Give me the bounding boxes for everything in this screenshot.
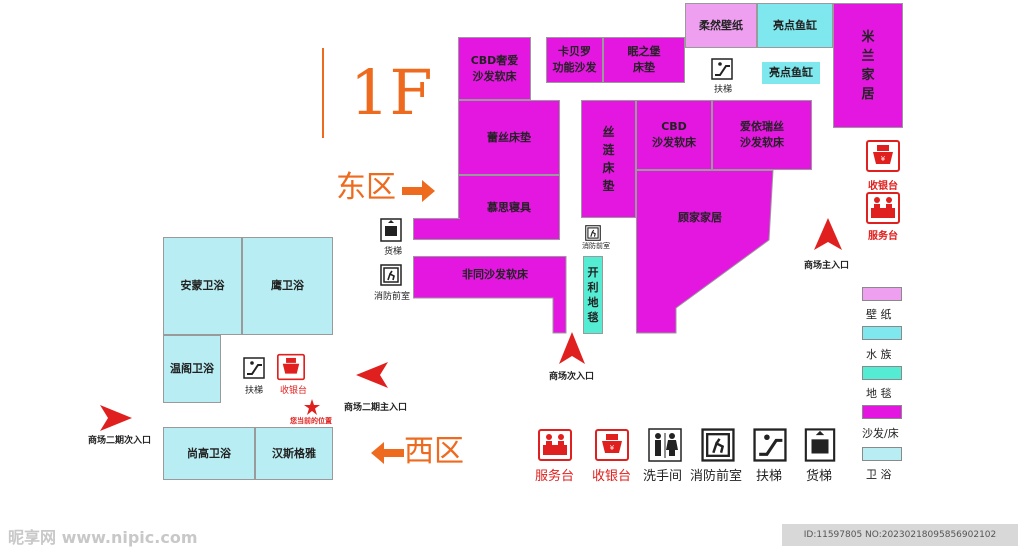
store-musi-bedding[interactable]: 慕思寝具 [458, 175, 560, 240]
legend-fire-room-label: 消防前室 [690, 469, 743, 484]
legend-wallpaper-label: 壁 纸 [866, 308, 892, 321]
store-ying-bath[interactable]: 鹰卫浴 [242, 237, 333, 335]
store-feitong-sofa[interactable]: 非同沙发软床 [462, 268, 528, 281]
fire-room-icon-2 [585, 225, 601, 241]
store-anmeng-bath[interactable]: 安蒙卫浴 [163, 237, 242, 335]
legend-service-desk-label: 服务台 [535, 469, 575, 484]
east-zone-arrow-icon [402, 180, 435, 202]
store-hansi-grohe[interactable]: 汉斯格雅 [255, 427, 333, 480]
store-gujia-shape [636, 170, 774, 334]
store-kabeiluo-sofa[interactable]: 卡贝罗 功能沙发 [546, 37, 603, 83]
floor-title: 1F [350, 56, 433, 129]
legend-swatch-sofa-bed [862, 405, 902, 419]
store-liangdian-aquarium-1[interactable]: 亮点鱼缸 [757, 3, 833, 48]
store-cbd-sofa-bed[interactable]: CBD 沙发软床 [636, 100, 712, 170]
legend-swatch-bathroom [862, 447, 902, 461]
store-kaili-carpet[interactable]: 开 利 地 毯 [583, 256, 603, 334]
freight-elevator-label: 货梯 [384, 247, 403, 257]
store-wenge-bath[interactable]: 温阁卫浴 [163, 335, 221, 403]
fire-room-label: 消防前室 [374, 292, 411, 302]
cashier-label-left: 收银台 [280, 386, 308, 396]
escalator-icon-legend [753, 428, 787, 462]
phase2-main-entrance-label: 商场二期主入口 [344, 403, 408, 413]
west-zone-label: 西区 [404, 434, 464, 469]
cashier-label-right: 收银台 [868, 181, 898, 192]
phase2-secondary-entrance-label: 商场二期次入口 [88, 436, 152, 446]
store-liangdian-aquarium-2[interactable]: 亮点鱼缸 [762, 62, 820, 84]
svg-text:¥: ¥ [881, 155, 886, 163]
escalator-icon-top [711, 58, 733, 80]
legend-aquarium-label: 水 族 [866, 348, 892, 361]
watermark-id: ID:11597805 NO:20230218095856902102 [782, 524, 1018, 546]
legend-swatch-aquarium [862, 326, 902, 340]
secondary-entrance-label: 商场次入口 [549, 372, 595, 382]
store-cbd-sheai[interactable]: CBD奢爱 沙发软床 [458, 37, 531, 100]
service-desk-icon [538, 429, 572, 461]
fire-room-icon [380, 264, 402, 286]
cashier-icon: ¥ [595, 429, 629, 461]
store-leisi-mattress[interactable]: 蕾丝床垫 [458, 100, 560, 175]
store-shanggao-bath[interactable]: 尚高卫浴 [163, 427, 255, 480]
legend-swatch-wallpaper [862, 287, 902, 301]
legend-restroom-label: 洗手间 [643, 469, 683, 484]
watermark-site: 昵享网 www.nipic.com [8, 528, 198, 547]
freight-elevator-icon [380, 218, 402, 242]
secondary-entrance-arrow-icon [559, 332, 585, 364]
legend-sofa-bed-label: 沙发/床 [862, 427, 899, 440]
store-gujia-home[interactable]: 顾家家居 [678, 211, 722, 224]
escalator-label-top: 扶梯 [714, 85, 733, 95]
store-rouran-wallpaper[interactable]: 柔然壁纸 [685, 3, 757, 48]
legend-cashier-label: 收银台 [592, 469, 632, 484]
fire-room-label-2: 消防前室 [582, 242, 610, 250]
service-desk-icon-right [866, 192, 900, 224]
main-entrance-label: 商场主入口 [804, 261, 850, 271]
store-milan-home[interactable]: 米 兰 家 居 [833, 3, 903, 128]
legend-escalator-label: 扶梯 [756, 469, 783, 484]
svg-text:¥: ¥ [610, 444, 615, 452]
store-silian-mattress[interactable]: 丝 涟 床 垫 [581, 100, 636, 218]
fire-room-icon-legend [701, 428, 735, 462]
legend-bathroom-label: 卫 浴 [866, 468, 892, 481]
legend-swatch-carpet [862, 366, 902, 380]
east-zone-label: 东区 [336, 170, 396, 205]
you-are-here-star-icon [304, 399, 320, 415]
restroom-icon [648, 428, 682, 462]
cashier-icon-right: ¥ [866, 140, 900, 172]
floor-divider-line [322, 48, 324, 138]
phase2-secondary-entrance-arrow-icon [100, 405, 132, 431]
phase2-main-entrance-arrow-icon [356, 362, 388, 388]
legend-freight-elevator-label: 货梯 [806, 469, 833, 484]
store-mianzhibao-mattress[interactable]: 眠之堡 床垫 [603, 37, 685, 83]
store-musi-extension [413, 218, 460, 240]
escalator-icon-left [243, 357, 265, 379]
freight-elevator-icon-legend [804, 428, 836, 462]
store-feitong-shape [413, 256, 567, 334]
service-desk-label-right: 服务台 [868, 231, 898, 242]
store-aiyiruisi-sofa[interactable]: 爱依瑞丝 沙发软床 [712, 100, 812, 170]
legend-carpet-label: 地 毯 [866, 387, 892, 400]
you-are-here-label: 您当前的位置 [290, 417, 332, 425]
escalator-label-left: 扶梯 [245, 386, 264, 396]
west-zone-arrow-icon [371, 442, 404, 464]
cashier-icon-left [277, 353, 305, 381]
main-entrance-arrow-icon [814, 218, 842, 250]
